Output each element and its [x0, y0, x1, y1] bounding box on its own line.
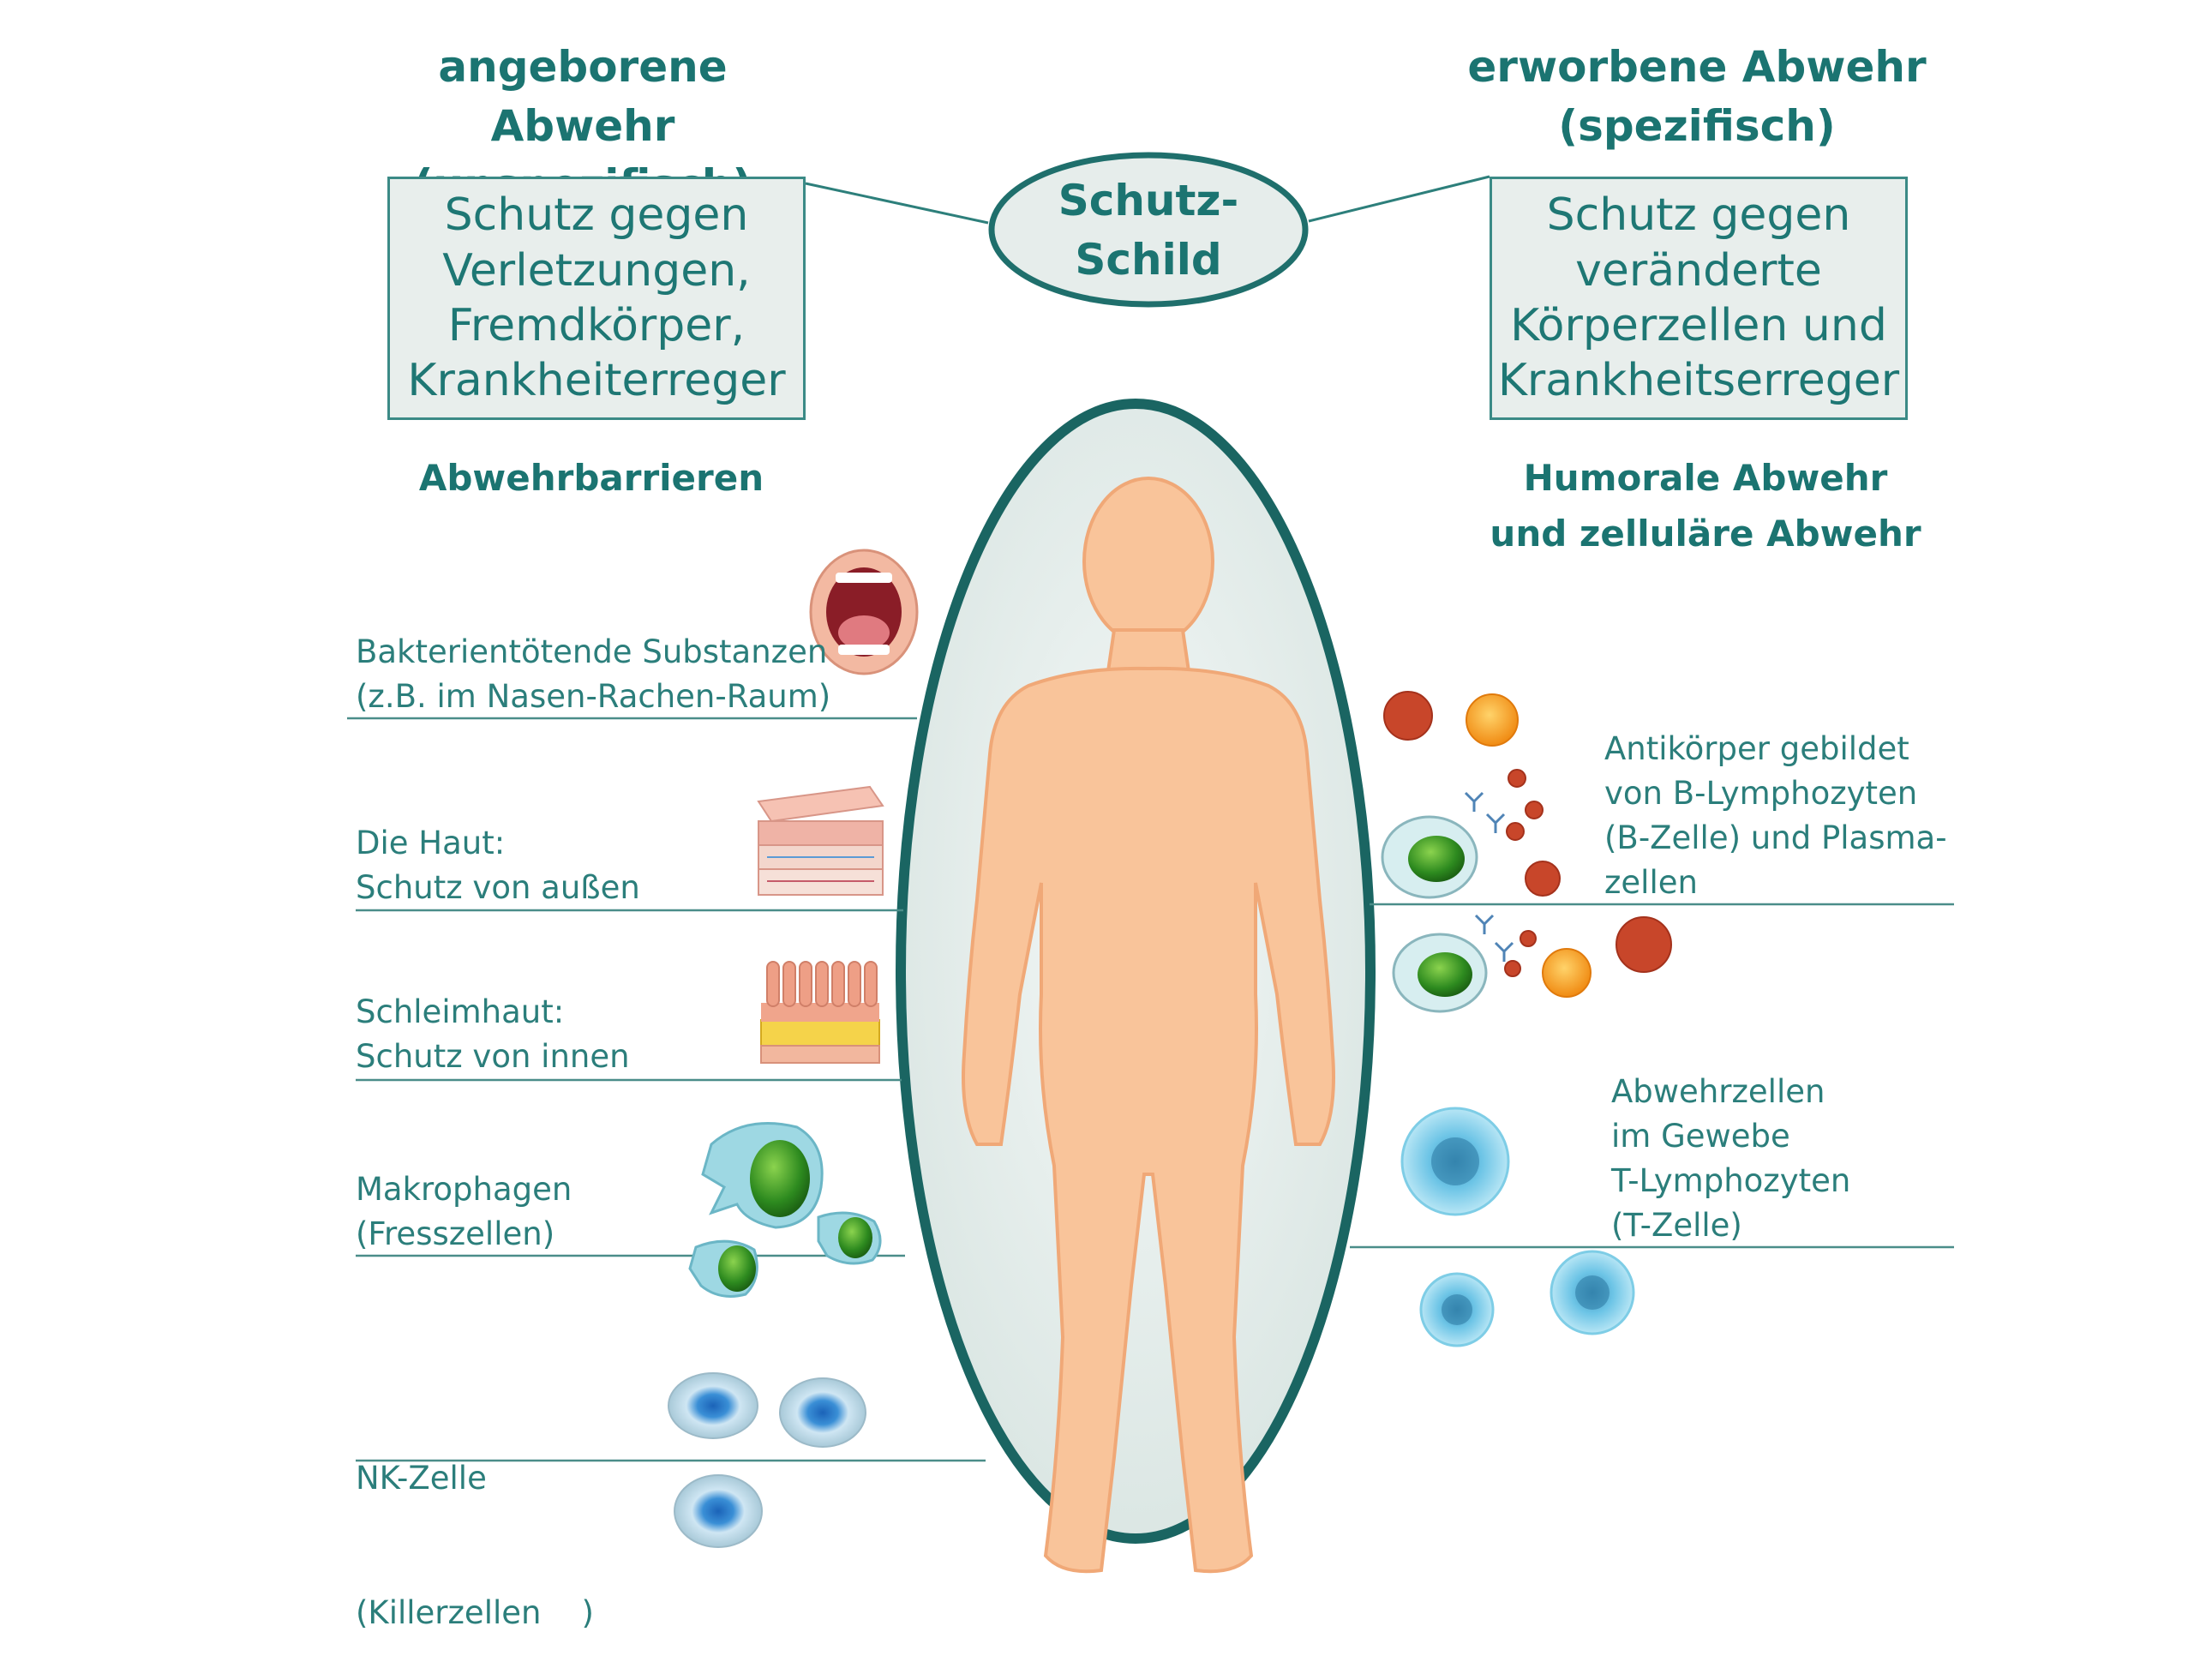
item-line1: Die Haut: [356, 825, 506, 861]
item-line2: Schutz von außen [356, 869, 640, 907]
left-title-line1: angeborene Abwehr [438, 42, 728, 151]
macrophage-icon [688, 1122, 882, 1298]
left-box-line: Fremdkörper, [447, 300, 746, 351]
item-line: (T-Zelle) [1611, 1207, 1742, 1245]
mucosa-icon [760, 961, 880, 1064]
right-box-line: Krankheitserreger [1497, 355, 1900, 407]
left-box-line: Verletzungen, [442, 244, 751, 297]
left-box-line: Krankheiterreger [407, 355, 786, 407]
virus-icon [1383, 691, 1672, 977]
item-line: T-Lymphozyten [1611, 1162, 1851, 1200]
antibody-icon [1464, 791, 1514, 962]
right-subtitle-line2: und zelluläre Abwehr [1490, 513, 1921, 555]
t-cell-icon [1400, 1107, 1635, 1347]
right-item-antibodies: Antikörper gebildet von B-Lymphozyten (B… [1604, 727, 1947, 906]
mouth-icon [809, 549, 919, 675]
item-line1: Schleimhaut: [356, 993, 565, 1030]
left-item-mucosa: Schleimhaut: Schutz von innen [356, 990, 630, 1079]
left-item-bacteria: Bakterientötende Substanzen (z.B. im Nas… [356, 630, 830, 719]
left-info-box: Schutz gegen Verletzungen, Fremdkörper, … [387, 177, 806, 420]
orange-cell-icon [1466, 693, 1592, 998]
right-box-line: veränderte [1575, 244, 1822, 297]
shield-label: Schutz- Schild [1011, 171, 1286, 290]
shield-label-line1: Schutz- [1058, 176, 1239, 225]
diagram-graphics [347, 152, 1954, 1574]
item-line: von B-Lymphozyten [1604, 775, 1918, 813]
left-item-skin: Die Haut: Schutz von außen [356, 821, 640, 910]
right-info-box: Schutz gegen veränderte Körperzellen und… [1490, 177, 1908, 420]
shield-label-line2: Schild [1075, 235, 1222, 285]
right-subtitle: Humorale Abwehr und zelluläre Abwehr [1457, 450, 1954, 561]
item-line: (B-Zelle) und Plasma- [1604, 819, 1947, 857]
item-line1: NK-Zelle [356, 1460, 487, 1497]
skin-layers-icon [757, 785, 884, 896]
item-line2: (Killerzellen ) [356, 1593, 594, 1631]
item-line1: Makrophagen [356, 1171, 572, 1208]
item-line: Antikörper gebildet [1604, 730, 1909, 767]
right-box-line: Schutz gegen [1546, 189, 1851, 242]
item-line: im Gewebe [1611, 1118, 1790, 1155]
right-title-line2: (spezifisch) [1558, 101, 1836, 151]
left-box-line: Schutz gegen [444, 189, 749, 242]
left-item-nk-cell: NK-Zelle (Killerzellen ) [356, 1367, 594, 1680]
right-subtitle-line1: Humorale Abwehr [1523, 457, 1888, 499]
right-item-t-cells: Abwehrzellen im Gewebe T-Lymphozyten (T-… [1611, 1070, 1850, 1249]
b-cell-icon [1381, 815, 1488, 1013]
nk-cell-icon [668, 1372, 866, 1548]
right-title-line1: erworbene Abwehr [1467, 42, 1927, 92]
item-line1: Bakterientötende Substanzen [356, 633, 828, 670]
right-title: erworbene Abwehr (spezifisch) [1457, 38, 1937, 156]
right-box-line: Körperzellen und [1510, 300, 1887, 351]
left-subtitle: Abwehrbarrieren [418, 457, 764, 499]
left-item-macrophages: Makrophagen (Fresszellen) [356, 1167, 572, 1257]
item-line2: (z.B. im Nasen-Rachen-Raum) [356, 678, 831, 716]
shield-label-ellipse [988, 152, 1309, 308]
item-line2: (Fresszellen) [356, 1215, 555, 1253]
connector-left-line [805, 182, 989, 225]
item-line: Abwehrzellen [1611, 1073, 1825, 1110]
item-line: zellen [1604, 864, 1698, 902]
connector-right-line [1308, 175, 1490, 223]
human-body-icon [962, 477, 1335, 1574]
item-line2: Schutz von innen [356, 1038, 630, 1076]
